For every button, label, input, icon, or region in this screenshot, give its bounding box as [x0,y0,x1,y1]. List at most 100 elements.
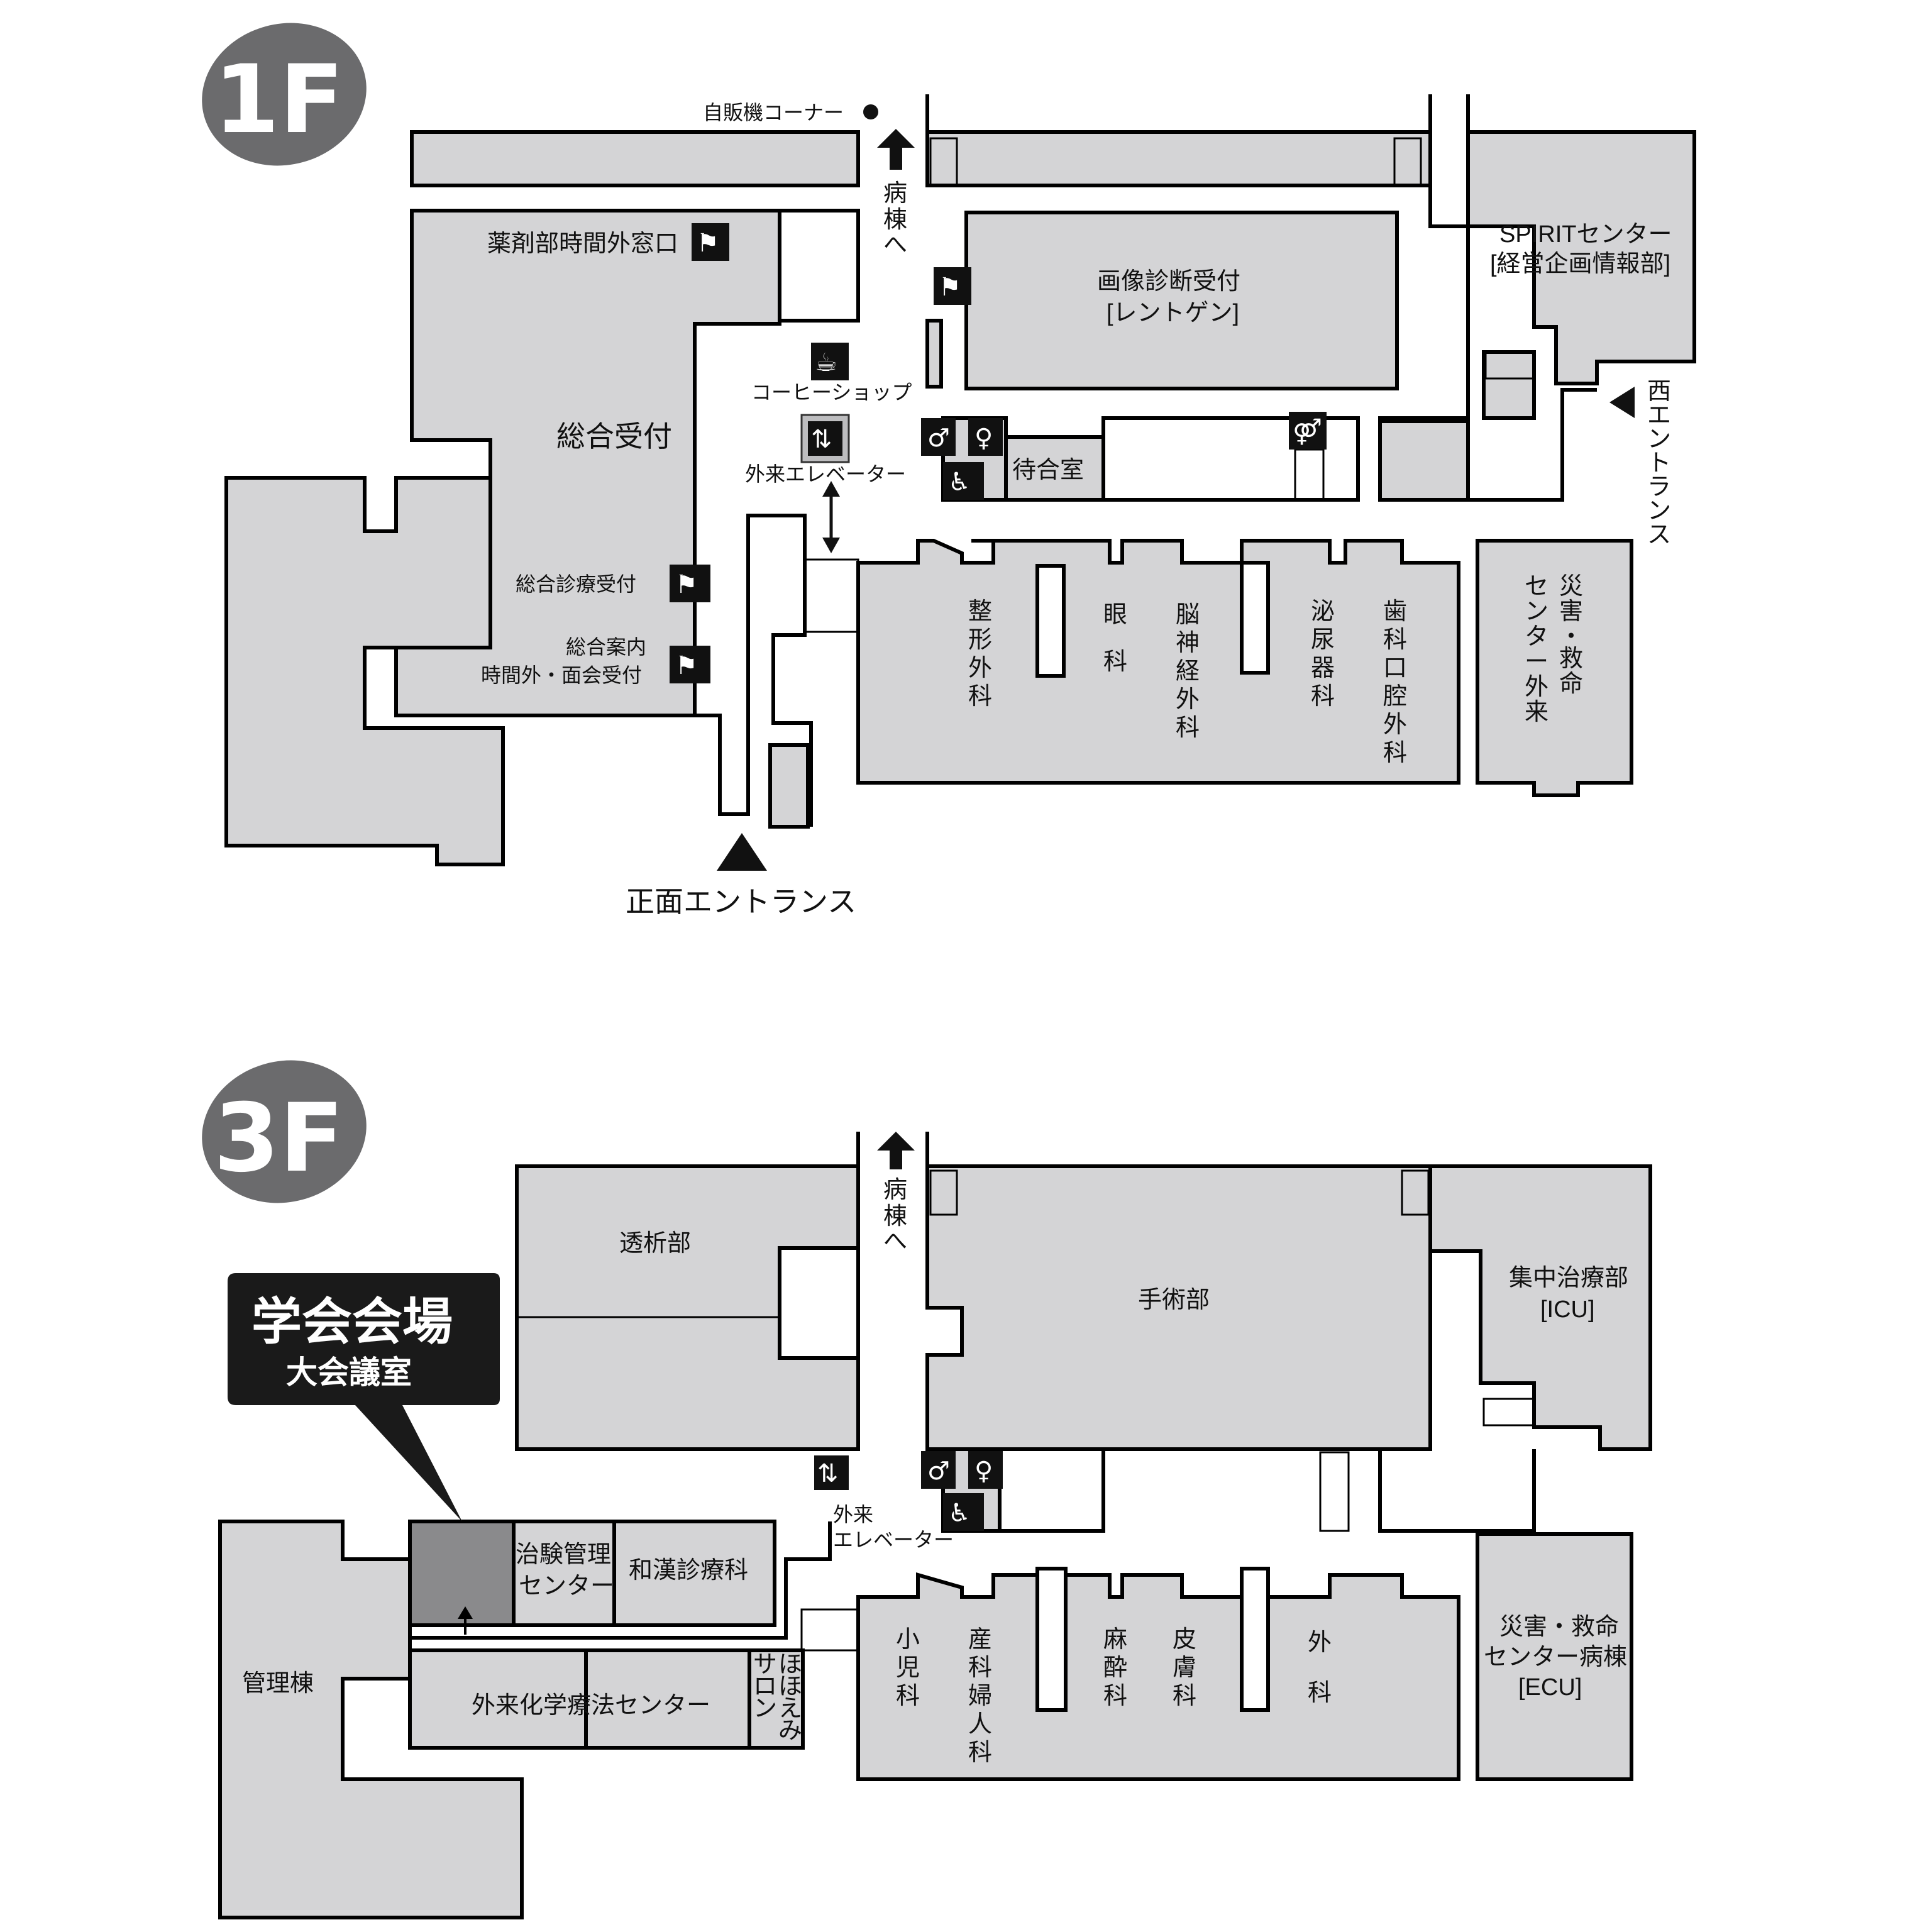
pharmacy-label: 薬剤部時間外窓口 [487,231,678,257]
surg-c1: 外 [1308,1630,1332,1656]
peds-c3: 科 [896,1683,920,1709]
to-ward-3f-c1: 病 [883,1177,907,1203]
west-c5: ラ [1647,474,1671,500]
chemo-label: 外来化学療法センター [472,1692,710,1719]
imaging-label: 画像診断受付 [1097,268,1240,295]
to-ward-1f: 病 棟 へ [883,180,907,258]
north-room-1f [925,130,1432,187]
obgyn-c2: 科 [968,1655,992,1681]
to-ward-3f-c3: へ [883,1228,907,1255]
venue-callout-sub: 大会議室 [286,1354,412,1391]
obgyn-c4: 人 [968,1711,992,1738]
elevator-icon: ⇅ [800,414,850,463]
svg-text:♀: ♀ [974,1457,993,1486]
wheelchair-icon: ♿ [943,1493,984,1531]
eye-c1: 眼 [1103,602,1127,628]
floor-3f: 3F [202,1060,1652,1919]
ortho-c4: 科 [968,683,992,710]
anes-c3: 科 [1103,1683,1127,1709]
surg-c2: 科 [1308,1680,1332,1706]
emerg-b-c3: タ [1525,624,1548,650]
icu-sub-label: [ICU] [1540,1296,1595,1323]
elevator-label-3f-2: エレベーター [833,1528,954,1551]
elevator-label-3f-1: 外来 [833,1503,873,1526]
icu-room [1428,1164,1652,1451]
ecu-label-3: [ECU] [1518,1674,1582,1701]
venue-pointer-arrow [458,1606,473,1619]
coffee-icon: ☕ [811,343,849,380]
female-restroom-icon: ♀ [968,1451,1003,1489]
ecu-label-2: センター病棟 [1484,1644,1627,1670]
floor-badge-3f: 3F [202,1060,367,1203]
ortho-c2: 形 [968,627,992,653]
svg-text:⚑: ⚑ [675,651,698,680]
uro-c4: 科 [1311,683,1335,710]
emerg-a-c2: 害 [1559,599,1583,625]
svg-text:⇅: ⇅ [811,425,832,454]
counter-icon: ⚑ [692,223,729,261]
venue-room [408,1520,516,1627]
neuro-label: 脳 神 経 外 科 [1176,602,1200,741]
svg-text:♂: ♂ [927,424,950,453]
dialysis-room [515,1164,860,1451]
floor-1f: 1F [202,23,1696,918]
booth-1f [768,743,810,829]
peds-label: 小 児 科 [896,1626,920,1709]
dental-label: 歯 科 口 腔 外 科 [1383,599,1407,766]
icu-label: 集中治療部 [1509,1265,1628,1291]
emergency-outpatient-label: 災 害 ・ 救 命 セ ン タ ー 外 来 [1525,573,1583,726]
venue-callout-title: 学会会場 [251,1293,453,1351]
counter-icon: ⚑ [670,646,710,683]
female-restroom-icon: ♀ [968,418,1003,456]
surgery-room [925,1164,1432,1451]
ecu-label-1: 災害・救命 [1499,1614,1619,1640]
ortho-label: 整 形 外 科 [968,599,992,710]
floor-badge-1f: 1F [202,23,367,166]
counter-icon: ⚑ [670,565,710,602]
derm-c3: 科 [1173,1683,1196,1709]
info-label-1: 総合案内 [566,636,646,658]
svg-text:♿: ♿ [948,1499,971,1528]
svg-text:⚑: ⚑ [939,273,961,302]
peds-c2: 児 [896,1655,920,1681]
svg-text:⚑: ⚑ [675,570,698,599]
waiting-room [1004,435,1105,502]
salon-b-c2: ほ [778,1674,802,1700]
salon-b-c4: み [778,1718,802,1744]
office-1f [778,209,860,323]
svg-text:♀: ♀ [974,424,993,453]
dental-c4: 腔 [1383,683,1407,710]
emerg-b-c1: セ [1525,573,1548,600]
pillar-2-3f [1240,1567,1270,1712]
neuro-c4: 外 [1176,687,1200,713]
pillar-3-1f [1240,561,1270,675]
office-3f [778,1246,860,1360]
salon-label: サ ロ ン ほ ほ え み [753,1652,802,1744]
west-entrance-label: 西 エ ン ト ラ ン ス [1647,378,1671,548]
trial-label-1: 治験管理 [516,1542,611,1568]
to-ward-1f-c1: 病 [883,180,907,207]
floor-badge-1f-text: 1F [214,45,344,155]
ortho-c1: 整 [968,599,992,625]
to-ward-1f-c3: へ [883,232,907,258]
emerg-b-c5: 外 [1525,674,1548,700]
vending-dot-icon [863,104,878,119]
salon-a-c1: サ [753,1652,777,1678]
neuro-c3: 経 [1176,658,1200,685]
wheelchair-icon: ♿ [943,462,984,500]
anes-label: 麻 酔 科 [1103,1626,1127,1709]
waiting-label: 待合室 [1012,457,1084,483]
obgyn-c5: 科 [968,1740,992,1766]
clinic-block-1f [856,539,1460,785]
spirit-annex [1482,350,1536,420]
imaging-room [964,211,1399,390]
emergency-outpatient [1476,539,1633,797]
dental-c3: 口 [1383,655,1407,682]
clinic-block-3f [856,1572,1460,1781]
uro-c1: 泌 [1311,599,1335,625]
male-restroom-icon: ♂ [921,418,956,456]
pillar-2-1f [1035,564,1066,678]
counter-icon: ⚑ [934,267,971,305]
ortho-c3: 外 [968,655,992,682]
